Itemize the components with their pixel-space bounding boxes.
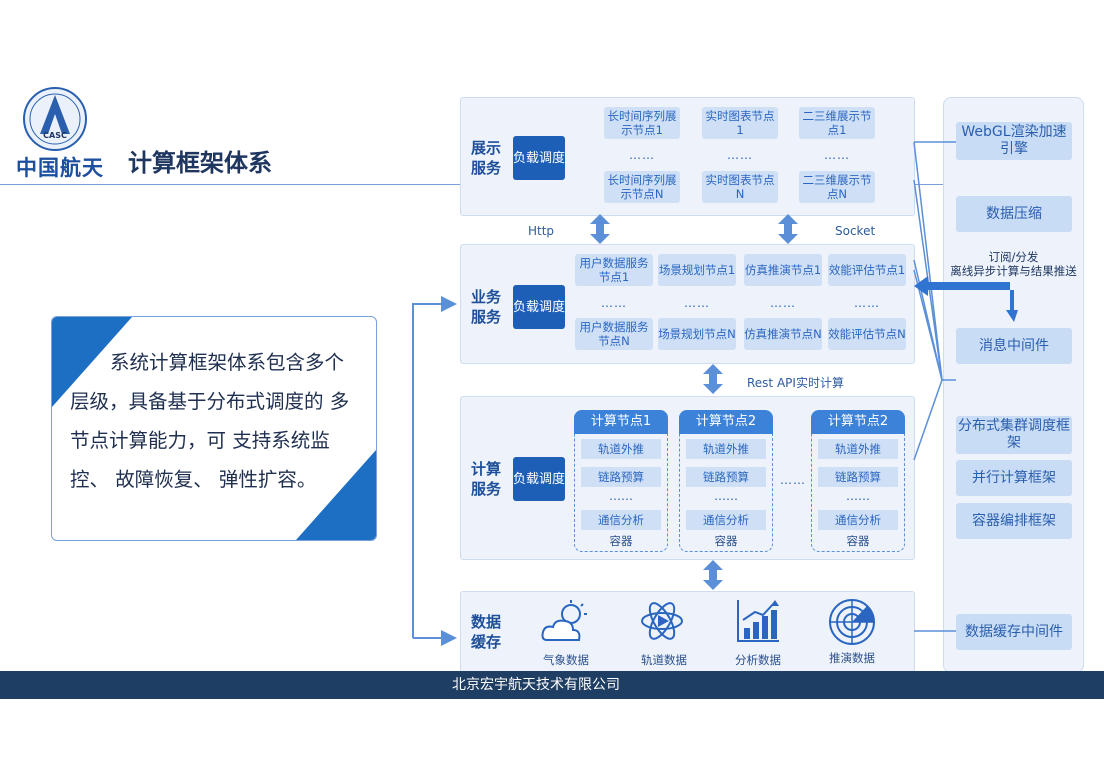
container-label: 容器 xyxy=(714,534,738,548)
webgl-engine: WebGL渲染加速引擎 xyxy=(956,122,1072,160)
socket-label: Socket xyxy=(835,224,876,238)
company-name: 北京宏宇航天技术有限公司 xyxy=(452,677,620,693)
compute-balancer: 负载调度 xyxy=(513,457,565,501)
callout-text: 系统计算框架体系包含多个层级，具备基于分布式调度的 多节点计算能力，可 支持系统… xyxy=(70,351,350,491)
compute-task-comm: 通信分析 xyxy=(686,510,766,530)
business-node-top-2: 场景规划节点1 xyxy=(658,254,736,286)
compute-task-comm: 通信分析 xyxy=(581,510,661,530)
compute-task-link: 链路预算 xyxy=(581,467,661,487)
container-label: 容器 xyxy=(609,534,633,548)
http-double-arrow-icon xyxy=(590,214,610,244)
compute-task-comm: 通信分析 xyxy=(818,510,898,530)
pubsub-label-2: 离线异步计算与结果推送 xyxy=(950,264,1077,278)
compute-node-group-2: 计算节点2 轨道外推 链路预算 …… 通信分析 容器 xyxy=(679,410,773,552)
compute-node-head-1: 计算节点1 xyxy=(574,410,668,434)
data-cache-middleware: 数据缓存中间件 xyxy=(956,614,1072,650)
display-node-bottom-2: 实时图表节点N xyxy=(702,171,778,203)
analysis-data-label: 分析数据 xyxy=(735,653,781,667)
orbit-atom-icon xyxy=(641,602,683,640)
business-node-bottom-3: 仿真推演节点N xyxy=(744,318,822,350)
storage-layer-label: 数据缓存 xyxy=(471,613,502,651)
display-node-bottom-1: 长时间序列展示节点N xyxy=(604,171,680,203)
display-node-top-1: 长时间序列展示节点1 xyxy=(604,107,680,139)
business-node-top-1: 用户数据服务节点1 xyxy=(575,254,653,286)
http-label: Http xyxy=(528,224,555,238)
business-dots-4: …… xyxy=(854,296,880,310)
display-layer-label: 展示服务 xyxy=(471,139,502,177)
pubsub-label-1: 订阅/分发 xyxy=(988,250,1039,264)
storage-layer: 数据缓存 气象数据 轨道数据 分析数据 推演数据 xyxy=(460,591,915,673)
container-orchestration-framework: 容器编排框架 xyxy=(956,503,1072,539)
right-connector-lines xyxy=(913,141,956,632)
business-dots-3: …… xyxy=(770,296,796,310)
display-node-top-2: 实时图表节点1 xyxy=(702,107,778,139)
simulation-radar-icon xyxy=(829,599,875,645)
compute-dots: …… xyxy=(714,489,738,503)
business-dots-2: …… xyxy=(684,296,710,310)
infrastructure-panel: WebGL渲染加速引擎 数据压缩 订阅/分发 离线异步计算与结果推送 消息中间件… xyxy=(943,97,1084,673)
message-middleware: 消息中间件 xyxy=(956,328,1072,364)
weather-data-label: 气象数据 xyxy=(543,653,589,667)
business-node-bottom-2: 场景规划节点N xyxy=(658,318,736,350)
footer-bar: 北京宏宇航天技术有限公司 xyxy=(0,671,1104,699)
compute-layer-label: 计算服务 xyxy=(471,460,502,498)
compute-dots: …… xyxy=(609,489,633,503)
casc-logo-icon: CASC xyxy=(23,87,87,151)
page-title: 计算框架体系 xyxy=(128,149,272,177)
distributed-cluster-framework: 分布式集群调度框架 xyxy=(956,416,1072,454)
display-layer: 展示服务 负载调度 长时间序列展示节点1 实时图表节点1 二三维展示节点1 ……… xyxy=(460,97,915,216)
compute-task-orbit: 轨道外推 xyxy=(686,439,766,459)
rest-api-label: Rest API实时计算 xyxy=(747,376,844,390)
compute-group-dots: …… xyxy=(780,473,806,487)
business-node-top-3: 仿真推演节点1 xyxy=(744,254,822,286)
compute-node-group-1: 计算节点1 轨道外推 链路预算 …… 通信分析 容器 xyxy=(574,410,668,552)
compute-task-link: 链路预算 xyxy=(686,467,766,487)
data-compression: 数据压缩 xyxy=(956,196,1072,232)
display-dots-2: …… xyxy=(727,148,753,162)
parallel-compute-framework: 并行计算框架 xyxy=(956,460,1072,496)
business-layer-label: 业务服务 xyxy=(471,288,502,326)
logo-text: 中国航天 xyxy=(16,156,104,180)
description-callout: 系统计算框架体系包含多个层级，具备基于分布式调度的 多节点计算能力，可 支持系统… xyxy=(51,316,377,541)
business-node-top-4: 效能评估节点1 xyxy=(828,254,906,286)
compute-dots: …… xyxy=(846,489,870,503)
business-layer: 业务服务 负载调度 用户数据服务节点1 场景规划节点1 仿真推演节点1 效能评估… xyxy=(460,244,915,364)
analysis-bar-chart-icon xyxy=(737,600,779,642)
logo-badge: CASC xyxy=(43,131,67,140)
compute-task-link: 链路预算 xyxy=(818,467,898,487)
compute-node-head-3: 计算节点2 xyxy=(811,410,905,434)
display-node-top-3: 二三维展示节点1 xyxy=(799,107,875,139)
display-dots-3: …… xyxy=(824,148,850,162)
compute-node-head-2: 计算节点2 xyxy=(679,410,773,434)
business-node-bottom-1: 用户数据服务节点N xyxy=(575,318,653,350)
weather-cloud-icon xyxy=(541,600,587,641)
socket-double-arrow-icon xyxy=(778,214,798,244)
display-node-bottom-3: 二三维展示节点N xyxy=(799,171,875,203)
rest-double-arrow-icon xyxy=(703,364,723,394)
display-dots-1: …… xyxy=(629,148,655,162)
compute-node-group-3: 计算节点2 轨道外推 链路预算 …… 通信分析 容器 xyxy=(811,410,905,552)
callout-connector-arrows xyxy=(412,296,457,646)
business-dots-1: …… xyxy=(601,296,627,310)
compute-task-orbit: 轨道外推 xyxy=(818,439,898,459)
compute-layer: 计算服务 负载调度 计算节点1 轨道外推 链路预算 …… 通信分析 容器 计算节… xyxy=(460,396,915,560)
callout-corner-top-left xyxy=(52,317,132,407)
business-balancer: 负载调度 xyxy=(513,285,565,329)
storage-double-arrow-icon xyxy=(703,560,723,590)
display-balancer: 负载调度 xyxy=(513,136,565,180)
business-node-bottom-4: 效能评估节点N xyxy=(828,318,906,350)
simulation-data-label: 推演数据 xyxy=(829,651,875,665)
compute-task-orbit: 轨道外推 xyxy=(581,439,661,459)
container-label: 容器 xyxy=(846,534,870,548)
orbit-data-label: 轨道数据 xyxy=(641,653,687,667)
pubsub-arrow-icon xyxy=(914,276,1018,322)
callout-corner-bottom-right xyxy=(296,450,376,540)
